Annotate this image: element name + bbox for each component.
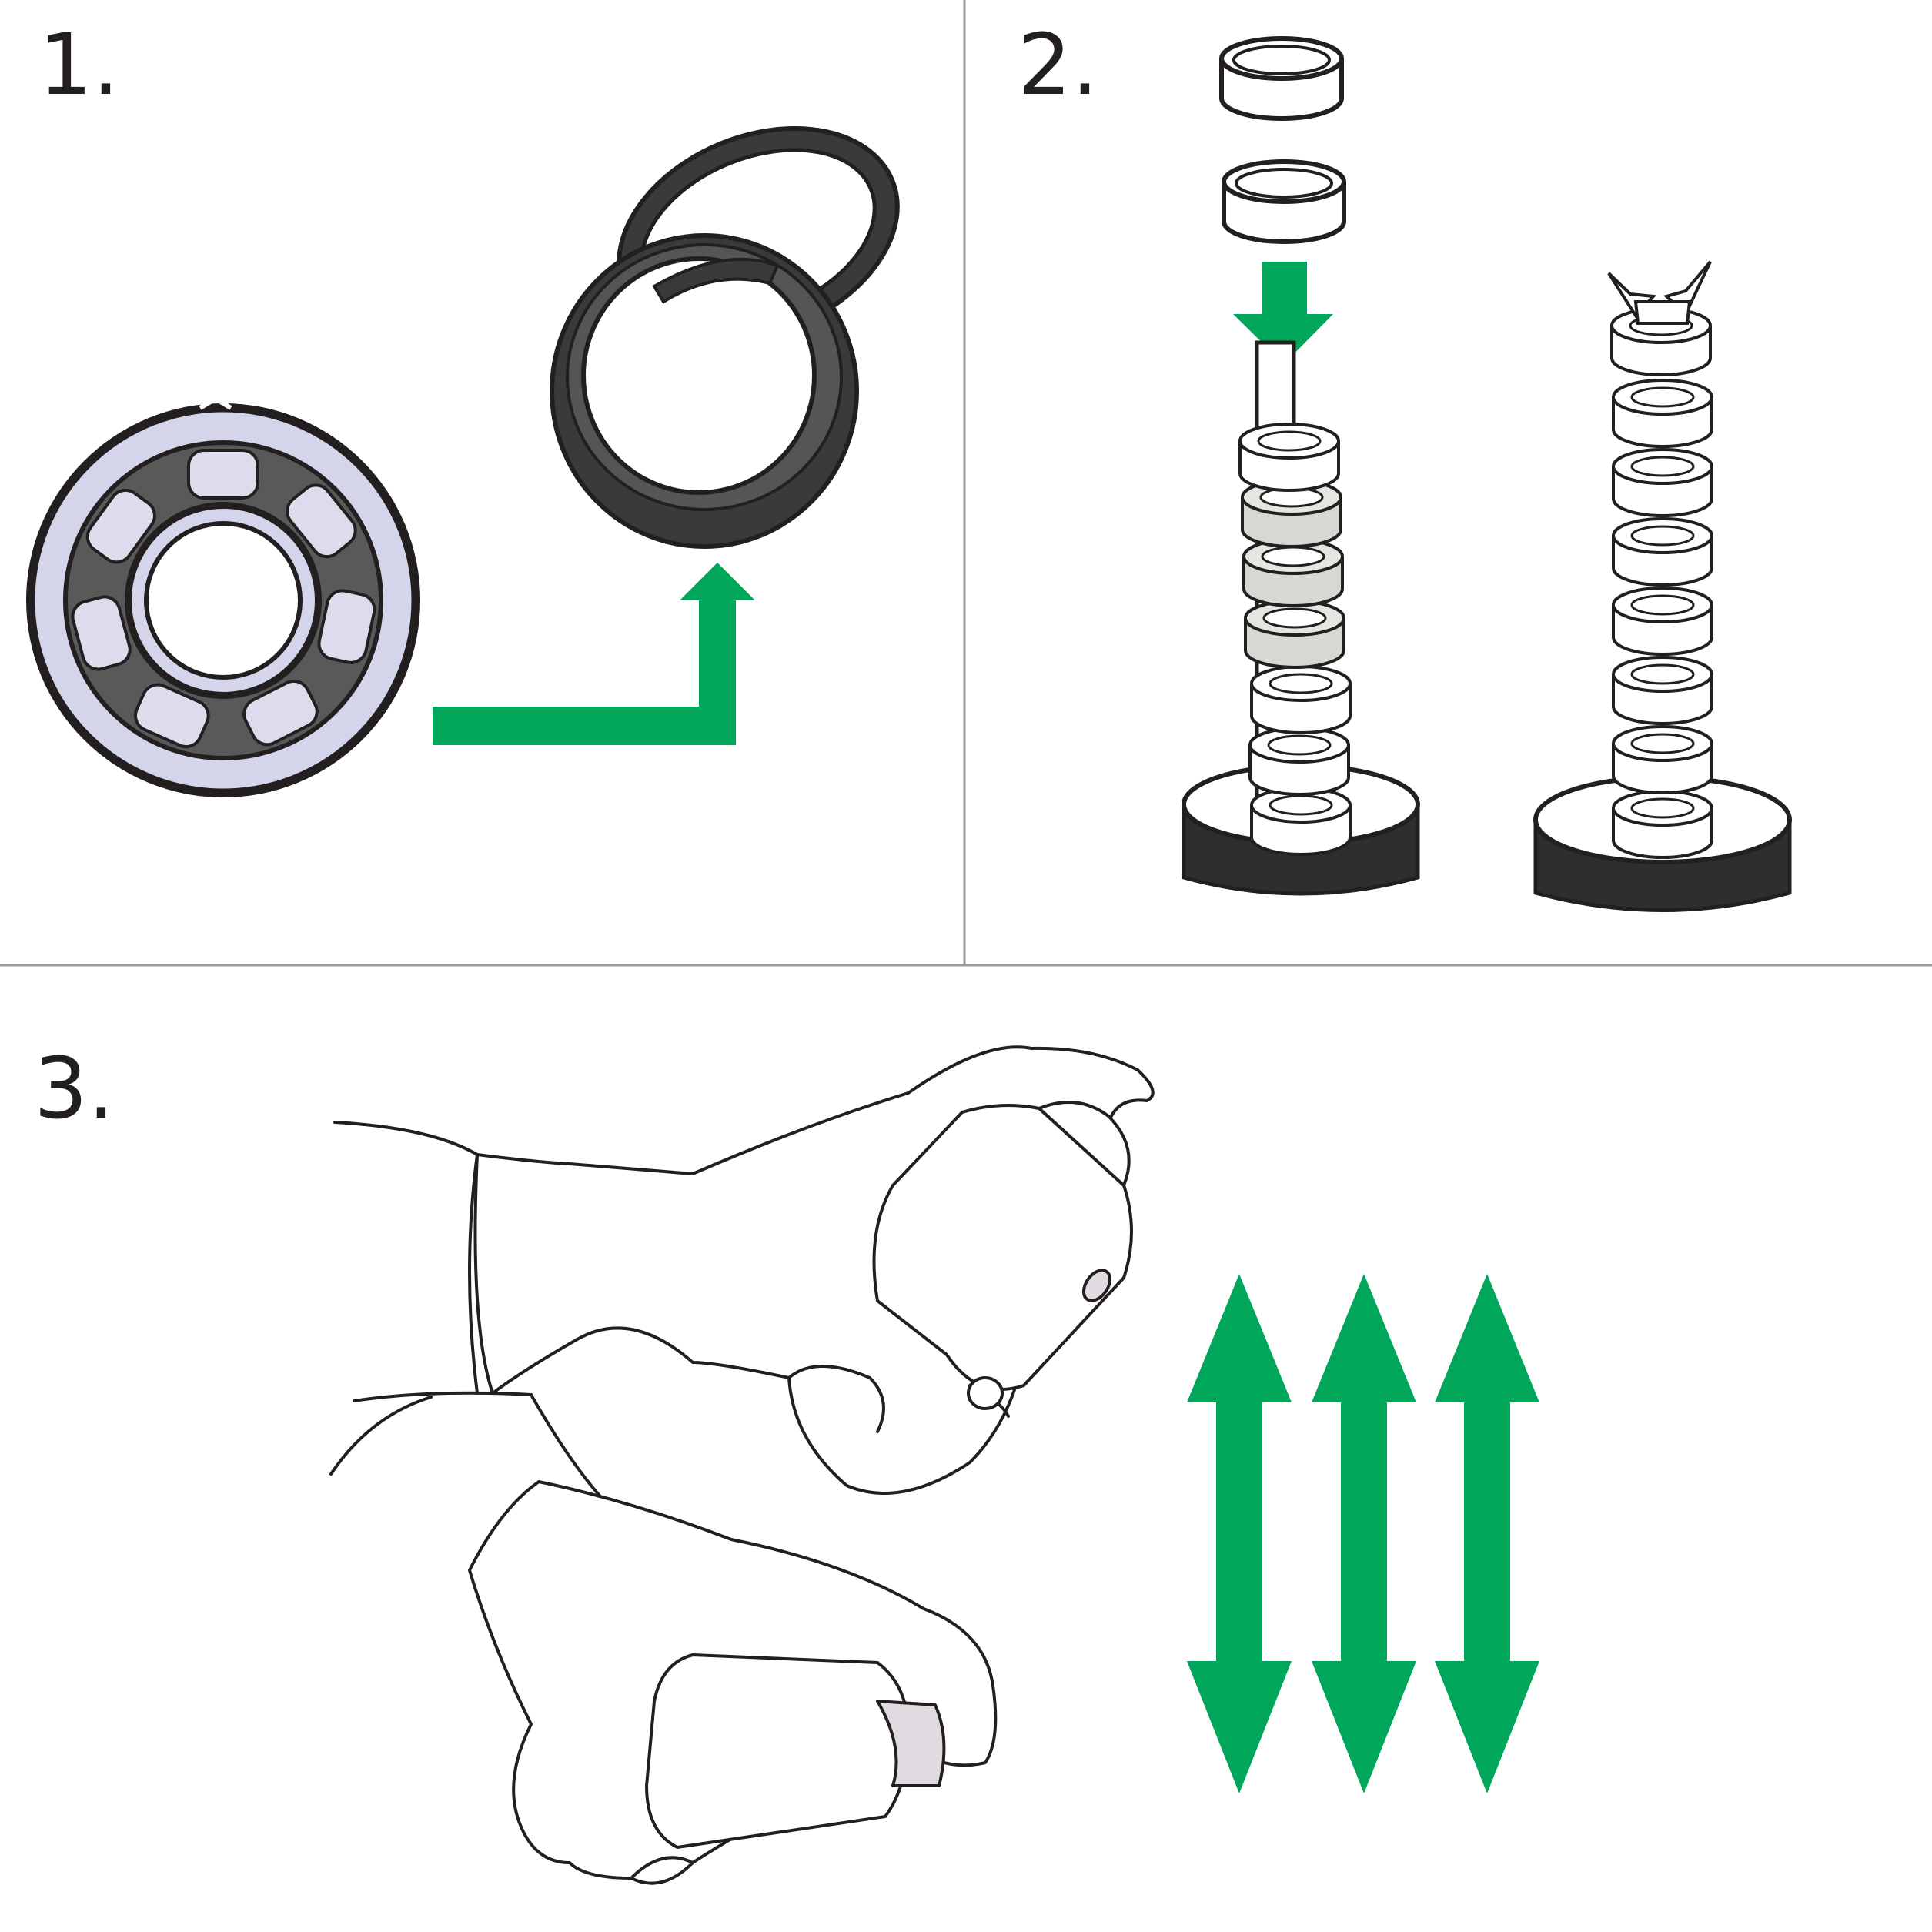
bearing-stack-rod-icon (1182, 340, 1420, 896)
down-arrow-icon (1233, 262, 1333, 364)
wing-nut-stack-icon (1533, 260, 1792, 912)
ball-bearing-icon (26, 396, 420, 797)
rubber-seal-rings-icon (550, 125, 900, 549)
step-3-number: 3. (34, 1039, 115, 1138)
step-1-number: 1. (38, 15, 119, 114)
vertical-double-arrow-icon (1187, 1274, 1539, 1793)
panel-dividers (0, 0, 1932, 967)
step-2-number: 2. (1018, 15, 1098, 114)
hands-shaking-bottle-icon (329, 1045, 1155, 1885)
loose-bearings-icon (1222, 38, 1344, 242)
l-shaped-arrow-icon (433, 563, 755, 745)
